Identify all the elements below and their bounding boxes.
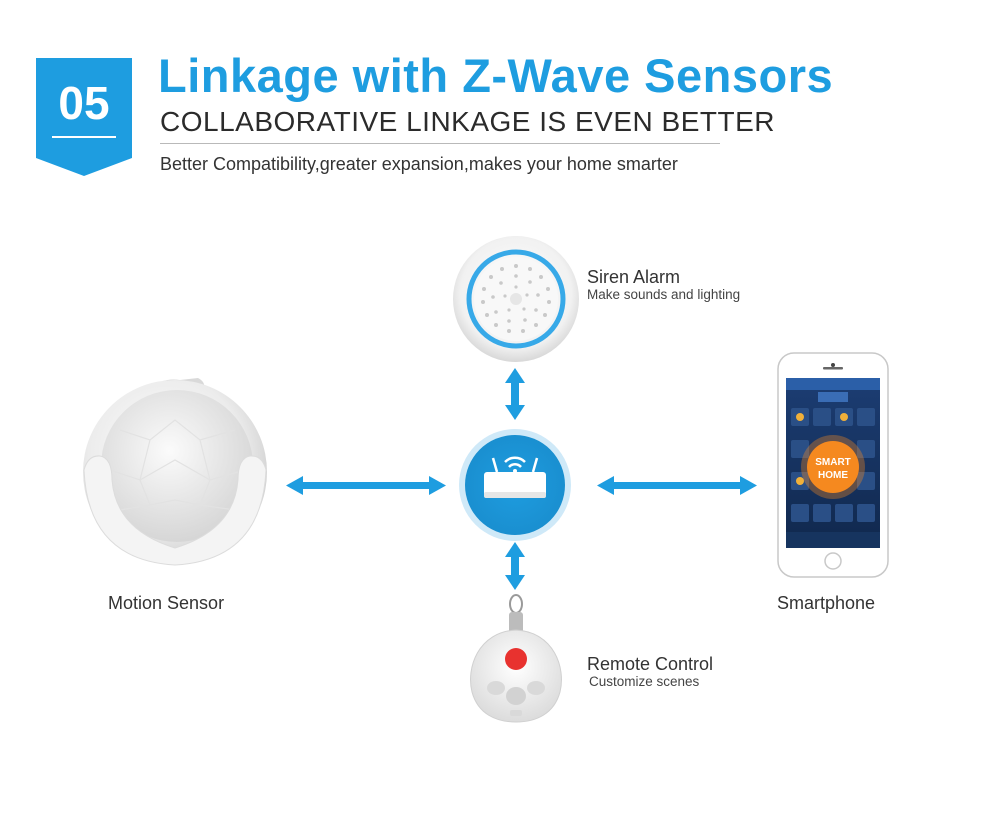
remote-control-label: Remote Control — [587, 654, 714, 674]
remote-control-description: Customize scenes — [589, 674, 700, 689]
smart-home-line1: SMART — [815, 457, 851, 468]
siren-alarm-description: Make sounds and lighting — [587, 287, 741, 302]
arrow-hub-siren — [505, 368, 525, 420]
motion-sensor-label: Motion Sensor — [108, 593, 225, 613]
arrow-hub-smartphone — [597, 476, 757, 495]
section-number: 05 — [58, 77, 110, 129]
arrow-hub-motion — [286, 476, 446, 495]
smartphone-label: Smartphone — [777, 593, 876, 613]
badge-underline — [52, 136, 116, 138]
page-subtitle: COLLABORATIVE LINKAGE IS EVEN BETTER — [160, 106, 775, 137]
subtitle-divider — [160, 143, 720, 144]
gateway-hub-image — [459, 429, 571, 541]
remote-control-image — [470, 594, 562, 723]
smart-home-line2: HOME — [818, 470, 848, 481]
section-badge — [36, 58, 132, 176]
smartphone-image: SMART HOME — [777, 352, 889, 578]
motion-sensor-image — [83, 378, 267, 566]
tagline: Better Compatibility,greater expansion,m… — [160, 154, 678, 174]
page-title: Linkage with Z-Wave Sensors — [158, 49, 834, 102]
arrow-hub-remote — [505, 542, 525, 590]
siren-alarm-label: Siren Alarm — [587, 267, 681, 287]
siren-alarm-image — [453, 236, 579, 362]
